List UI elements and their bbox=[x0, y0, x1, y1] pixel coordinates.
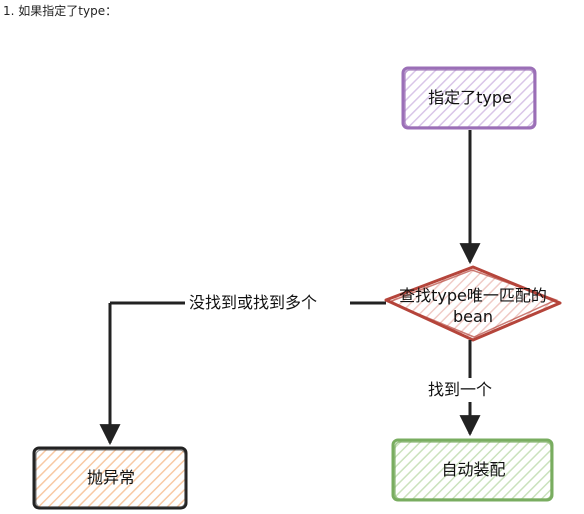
edge-lookup-to-exception bbox=[99, 301, 386, 446]
node-throw-exception bbox=[32, 446, 188, 510]
edge-label-found-one: 找到一个 bbox=[428, 380, 493, 399]
page-heading: 1. 如果指定了type： bbox=[3, 4, 118, 18]
node-lookup-label-line1: 查找type唯一匹配的 bbox=[399, 286, 547, 305]
node-specified-type bbox=[401, 66, 537, 130]
node-lookup-label-line2: bean bbox=[453, 307, 493, 326]
node-lookup-decision bbox=[384, 265, 562, 342]
node-autowire-label: 自动装配 bbox=[441, 460, 506, 479]
node-autowire bbox=[391, 438, 554, 502]
node-specified-type-label: 指定了type bbox=[428, 88, 512, 107]
node-throw-exception-label: 抛异常 bbox=[86, 468, 135, 487]
edge-label-not-found-or-multiple: 没找到或找到多个 bbox=[189, 293, 318, 312]
